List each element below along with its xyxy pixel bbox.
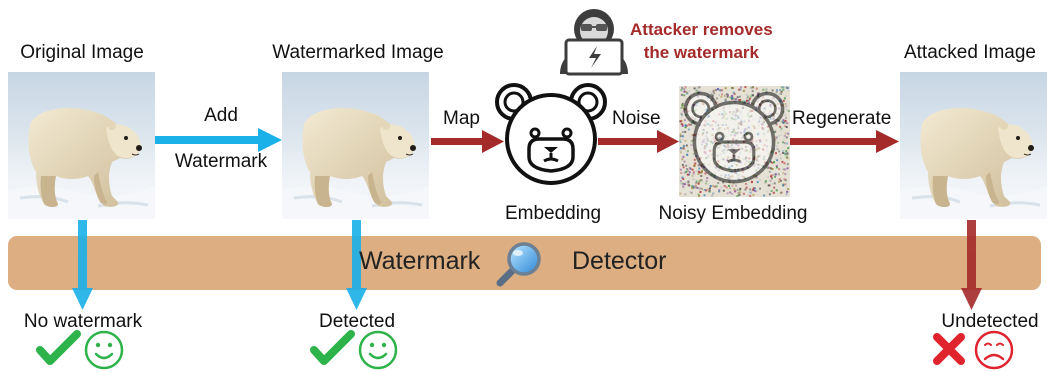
watermark-step-label: Watermark — [174, 151, 268, 172]
attacker-caption-line1: Attacker removes — [630, 20, 773, 39]
bear-face-icon — [495, 83, 607, 185]
noise-step-label: Noise — [612, 108, 661, 129]
map-step-label: Map — [443, 108, 480, 129]
watermarked-detect-arrow — [346, 220, 367, 310]
attacked-detect-arrow — [961, 220, 982, 310]
embedding-label: Embedding — [504, 203, 602, 224]
attacked-image-label: Attacked Image — [903, 42, 1037, 63]
smiley-icon — [84, 330, 124, 370]
attacked-image — [898, 70, 1047, 221]
attacker-caption-line2: the watermark — [643, 43, 759, 62]
noisy-bear-face-icon — [679, 86, 790, 197]
watermarked-image-label: Watermarked Image — [272, 42, 444, 63]
original-detect-arrow — [72, 220, 93, 310]
original-image-label: Original Image — [20, 42, 144, 63]
add-watermark-arrow — [155, 128, 282, 152]
watermarked-image — [280, 70, 431, 221]
check-icon — [36, 330, 81, 365]
regenerate-step-label: Regenerate — [792, 108, 892, 129]
check-icon — [310, 330, 355, 365]
detector-left-word: Watermark — [359, 247, 481, 275]
magnifier-icon — [496, 242, 541, 287]
detector-right-word: Detector — [572, 247, 667, 275]
undetected-outcome: Undetected — [941, 311, 1039, 332]
smiley-icon — [358, 330, 398, 370]
noise-arrow — [598, 130, 679, 153]
hacker-icon — [560, 9, 628, 76]
map-arrow — [431, 130, 504, 153]
attacker-caption: Attacker removes the watermark — [630, 18, 773, 64]
original-image — [6, 70, 157, 221]
add-step-label: Add — [204, 105, 238, 126]
frown-icon — [974, 330, 1014, 370]
noisy-embedding-label: Noisy Embedding — [658, 203, 808, 224]
cross-icon — [933, 333, 965, 365]
detected-outcome: Detected — [318, 311, 396, 332]
no-watermark-outcome: No watermark — [23, 311, 143, 332]
regenerate-arrow — [789, 130, 899, 153]
